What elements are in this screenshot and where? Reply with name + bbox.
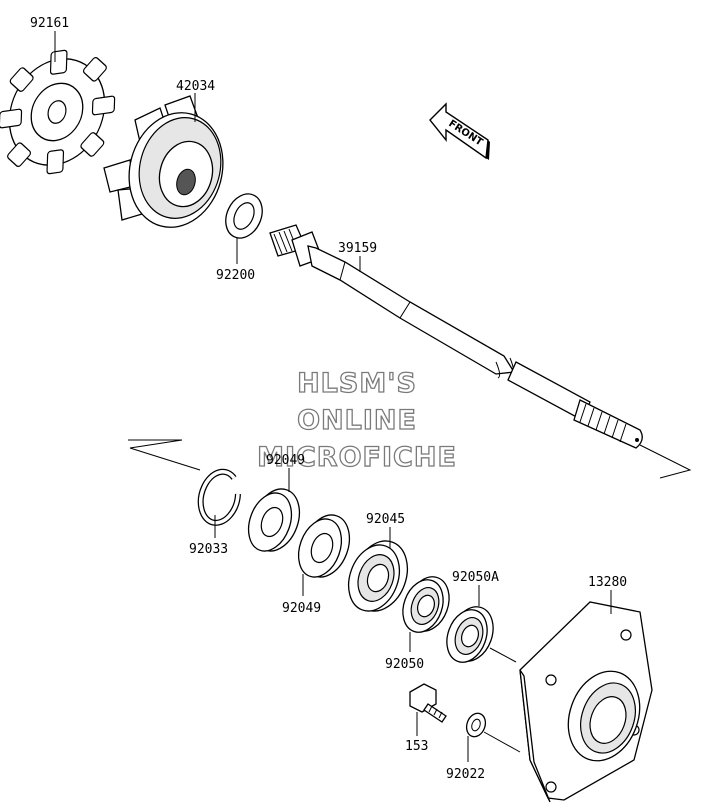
- impeller-plate-drawing[interactable]: [0, 43, 117, 181]
- washer-bolt-drawing[interactable]: [463, 711, 488, 740]
- label-42034: 42034: [176, 79, 215, 94]
- label-39159: 39159: [338, 241, 377, 256]
- ball-bearing-small-drawing[interactable]: [396, 571, 456, 638]
- impeller-drawing[interactable]: [103, 95, 235, 238]
- bolt-drawing[interactable]: [409, 683, 447, 723]
- label-92200: 92200: [216, 268, 255, 283]
- oil-seal-upper-drawing[interactable]: [241, 482, 308, 557]
- housing-drawing[interactable]: [519, 601, 653, 803]
- shaft-drawing[interactable]: [269, 224, 643, 449]
- label-92049-bottom: 92049: [282, 601, 321, 616]
- seal-a-drawing[interactable]: [440, 601, 500, 668]
- watermark: HLSM'S ONLINE MICROFICHE: [256, 367, 457, 473]
- axis-line: [128, 439, 201, 471]
- label-92045: 92045: [366, 512, 405, 527]
- axis-line-lower: [489, 647, 517, 663]
- axis-line-right: [639, 444, 692, 479]
- watermark-line-2: ONLINE: [297, 405, 417, 436]
- label-92049-top: 92049: [266, 453, 305, 468]
- watermark-line-3: MICROFICHE: [257, 442, 457, 473]
- label-153: 153: [405, 739, 428, 754]
- label-92050A: 92050A: [452, 570, 499, 585]
- label-13280: 13280: [588, 575, 627, 590]
- oil-seal-lower-drawing[interactable]: [291, 508, 358, 583]
- circlip-drawing[interactable]: [197, 468, 241, 526]
- label-92022: 92022: [446, 767, 485, 782]
- label-92050: 92050: [385, 657, 424, 672]
- axis-line-washer: [483, 731, 521, 753]
- watermark-line-1: HLSM'S: [297, 368, 417, 399]
- washer-shaft-drawing[interactable]: [219, 188, 269, 244]
- label-92033: 92033: [189, 542, 228, 557]
- label-92161: 92161: [30, 16, 69, 31]
- front-arrow: FRONT: [429, 102, 490, 160]
- ball-bearing-large-drawing[interactable]: [340, 533, 417, 618]
